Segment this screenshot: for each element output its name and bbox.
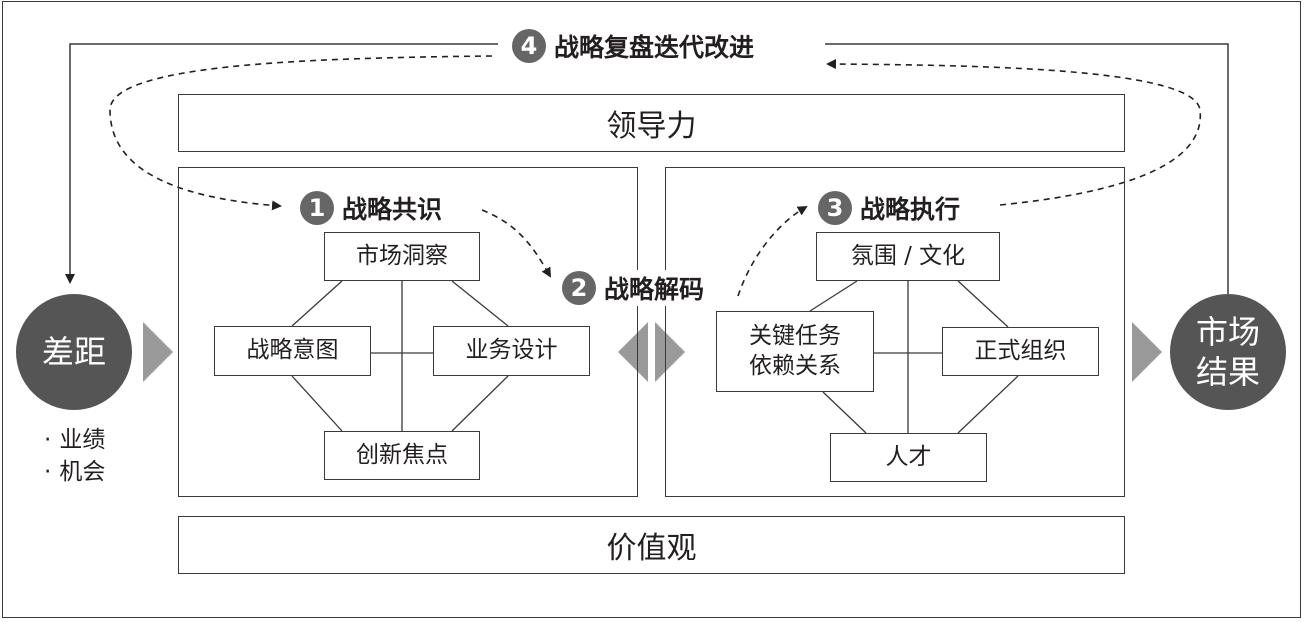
step-3-label: 战略执行: [860, 195, 961, 224]
flow-arrows: [143, 322, 1162, 382]
step-4-badge: 4: [512, 29, 546, 63]
arrow-right-panel-pointer: [655, 322, 685, 382]
formal-organization-box: 正式组织: [942, 327, 1099, 376]
right-panel-lines: [809, 280, 1019, 434]
step-3-execution: 3 战略执行: [814, 190, 965, 226]
step-1-label: 战略共识: [342, 195, 443, 224]
market-insight-box: 市场洞察: [324, 232, 480, 281]
dashed-arrow-2-to-3: [737, 205, 808, 297]
execution-panel: [665, 167, 1125, 497]
values-band: 价值观: [178, 516, 1125, 574]
climate-culture-box: 氛围 / 文化: [816, 232, 1000, 281]
step-4-review-iterate: 4 战略复盘迭代改进: [506, 28, 761, 64]
gap-bullet-opportunity: 机会: [44, 456, 105, 488]
consensus-panel: [178, 167, 638, 497]
step-2-badge: 2: [562, 271, 596, 305]
business-design-box: 业务设计: [433, 326, 590, 376]
key-tasks-box: 关键任务 依赖关系: [716, 311, 874, 392]
market-result-circle: 市场 结果: [1170, 294, 1286, 410]
arrow-right-to-market: [1132, 322, 1162, 382]
gap-bullets: 业绩 机会: [44, 424, 105, 488]
gap-circle: 差距: [16, 294, 132, 410]
step-1-badge: 1: [300, 191, 334, 225]
step-1-consensus: 1 战略共识: [296, 190, 447, 226]
arrow-gap-to-left: [143, 322, 173, 382]
feedback-loop-line-left: [65, 43, 498, 284]
gap-bullet-performance: 业绩: [44, 424, 105, 456]
feedback-loop-line: [825, 43, 1229, 300]
talent-box: 人才: [830, 433, 987, 482]
arrow-left-panel-pointer: [618, 322, 648, 382]
left-panel-lines: [291, 280, 509, 432]
step-2-decoding: 2 战略解码: [558, 270, 709, 306]
step-2-label: 战略解码: [604, 275, 705, 304]
leadership-band: 领导力: [178, 94, 1125, 152]
innovation-focus-box: 创新焦点: [324, 431, 480, 480]
step-3-badge: 3: [818, 191, 852, 225]
dashed-arrow-1-to-2: [481, 209, 551, 278]
dashed-loop-top-left: [109, 55, 493, 211]
values-label: 价值观: [606, 531, 697, 566]
strategic-intent-box: 战略意图: [214, 326, 371, 376]
leadership-label: 领导力: [606, 109, 697, 144]
step-4-label: 战略复盘迭代改进: [554, 33, 755, 62]
